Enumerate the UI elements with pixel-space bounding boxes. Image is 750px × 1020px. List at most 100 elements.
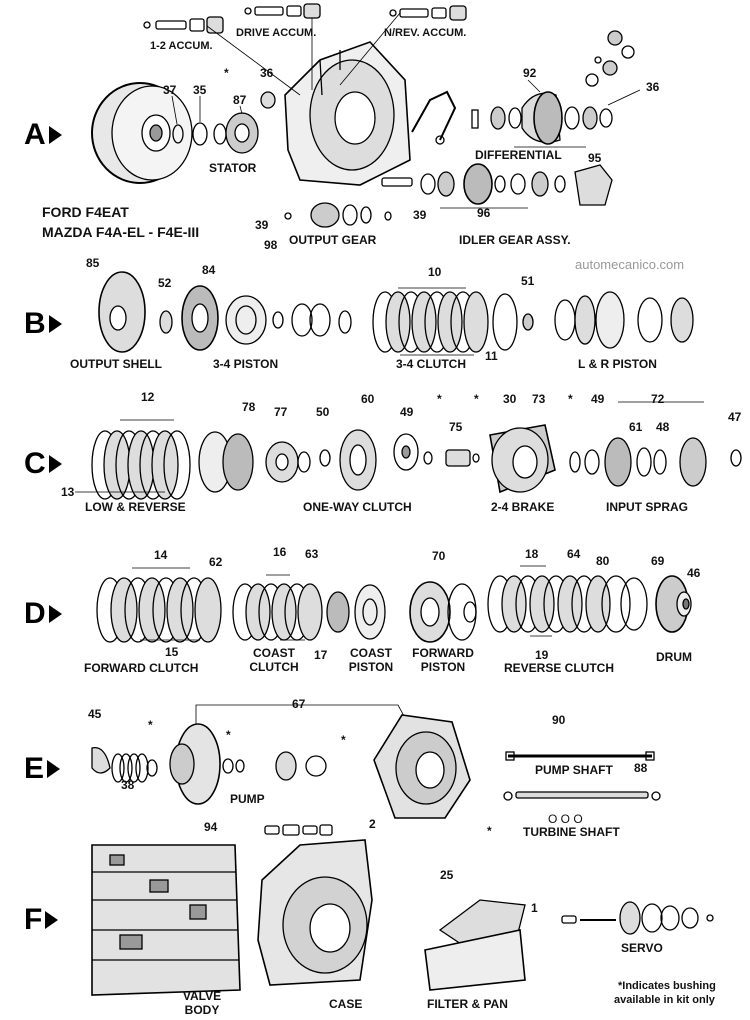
sun-gear-parts xyxy=(393,433,480,471)
row-arrow-icon xyxy=(47,760,61,778)
row-arrow-icon xyxy=(48,126,62,144)
callout-45: 45 xyxy=(88,707,102,721)
label-forward-clutch: FORWARD CLUTCH xyxy=(84,661,199,675)
filter-pan-part xyxy=(424,899,526,991)
callout-85: 85 xyxy=(86,256,100,270)
pump-shaft-part xyxy=(505,751,655,761)
callout-92: 92 xyxy=(523,66,537,80)
row-letter-c: C xyxy=(24,447,46,480)
accum-12-parts xyxy=(143,16,224,34)
callout-25: 25 xyxy=(440,868,454,882)
bushing-star: * xyxy=(474,392,479,406)
callout-52: 52 xyxy=(158,276,172,290)
drum-part xyxy=(655,575,692,633)
callout-70: 70 xyxy=(432,549,446,563)
bushing-star: * xyxy=(568,392,573,406)
label-input-sprag: INPUT SPRAG xyxy=(606,500,689,514)
row-e-marker: E xyxy=(24,752,61,786)
callout-18: 18 xyxy=(525,547,539,561)
case-part xyxy=(257,839,373,986)
callout-47: 47 xyxy=(728,410,742,424)
callout-63: 63 xyxy=(305,547,319,561)
callout-16: 16 xyxy=(273,545,287,559)
label-turbine-shaft: TURBINE SHAFT xyxy=(523,825,620,839)
coast-clutch-pack xyxy=(232,574,350,641)
callout-87: 87 xyxy=(233,93,247,107)
output-gear-parts xyxy=(284,202,392,228)
callout-69: 69 xyxy=(651,554,665,568)
label-case: CASE xyxy=(329,997,363,1011)
callout-11: 11 xyxy=(485,349,498,363)
callout-35: 35 xyxy=(193,83,207,97)
callout-15: 15 xyxy=(165,645,179,659)
one-way-clutch-part xyxy=(339,429,377,491)
label-coast-clutch-line1: COAST xyxy=(253,646,295,660)
callout-36-a: 36 xyxy=(260,66,274,80)
callout-84: 84 xyxy=(202,263,216,277)
label-coast-clutch-line2: CLUTCH xyxy=(249,659,299,674)
label-valve-body-line1: VALVE xyxy=(182,989,222,1003)
callout-60: 60 xyxy=(361,392,375,406)
bell-housing xyxy=(373,714,471,819)
callout-80: 80 xyxy=(596,554,610,568)
label-filter-pan: FILTER & PAN xyxy=(427,997,508,1011)
label-coast-piston-line1: COAST xyxy=(350,646,392,660)
note-line-1: *Indicates bushing xyxy=(618,980,716,992)
callout-75: 75 xyxy=(449,420,463,434)
label-coast-piston-line2: PISTON xyxy=(348,659,394,674)
turbine-shaft-part xyxy=(503,791,661,801)
callout-10: 10 xyxy=(428,265,442,279)
title-line-2: MAZDA F4A-EL - F4E-III xyxy=(42,224,200,240)
row-letter-e: E xyxy=(24,752,45,785)
snap-ring-b xyxy=(492,293,518,351)
bushing-star: * xyxy=(226,728,231,742)
servo-parts xyxy=(561,901,714,935)
label-servo: SERVO xyxy=(621,941,663,955)
bushing-star: * xyxy=(487,824,492,838)
filter-tube xyxy=(411,90,457,145)
callout-39-a: 39 xyxy=(255,218,269,232)
label-one-way-clutch: ONE-WAY CLUTCH xyxy=(303,500,412,514)
label-forward-piston-line1: FORWARD xyxy=(412,646,474,660)
callout-37: 37 xyxy=(163,83,177,97)
callout-61: 61 xyxy=(629,420,643,434)
piston-34-parts xyxy=(225,295,352,345)
drive-accum-parts xyxy=(244,3,321,19)
bushing-star: * xyxy=(148,718,153,732)
forward-clutch-pack xyxy=(96,567,222,643)
label-forward-piston-line2: PISTON xyxy=(420,659,466,674)
differential-pinions xyxy=(585,30,635,87)
bushing-51 xyxy=(522,313,534,331)
row-arrow-icon xyxy=(48,605,62,623)
low-reverse-pack xyxy=(75,419,191,500)
bolt-parts-f xyxy=(264,824,333,836)
row-f-marker: F xyxy=(24,903,59,937)
callout-72: 72 xyxy=(651,392,665,406)
label-stator: STATOR xyxy=(209,161,257,175)
label-clutch-34: 3-4 CLUTCH xyxy=(396,357,467,371)
callout-12: 12 xyxy=(141,390,155,404)
callout-90: 90 xyxy=(552,713,566,727)
coast-piston-part xyxy=(354,584,386,640)
callout-77: 77 xyxy=(274,405,288,419)
label-nrev-accum: N/REV. ACCUM. xyxy=(384,27,467,39)
label-differential: DIFFERENTIAL xyxy=(475,148,562,162)
row-arrow-icon xyxy=(45,911,59,929)
label-low-reverse: LOW & REVERSE xyxy=(85,500,186,514)
callout-88: 88 xyxy=(634,761,648,775)
bushing-star: * xyxy=(437,392,442,406)
callout-49-a: 49 xyxy=(400,405,414,419)
forward-piston-part xyxy=(409,581,477,643)
label-turbine-orings: O O O xyxy=(548,812,583,826)
gear-84 xyxy=(181,285,219,351)
callout-48: 48 xyxy=(656,420,670,434)
bushing-36 xyxy=(260,91,276,109)
label-12-accum: 1-2 ACCUM. xyxy=(150,40,213,52)
callout-2: 2 xyxy=(369,817,376,831)
callout-13: 13 xyxy=(61,485,75,499)
row-letter-a: A xyxy=(24,118,46,151)
idler-gear-assembly xyxy=(381,163,613,209)
label-output-gear: OUTPUT GEAR xyxy=(289,233,377,247)
callout-30: 30 xyxy=(503,392,517,406)
